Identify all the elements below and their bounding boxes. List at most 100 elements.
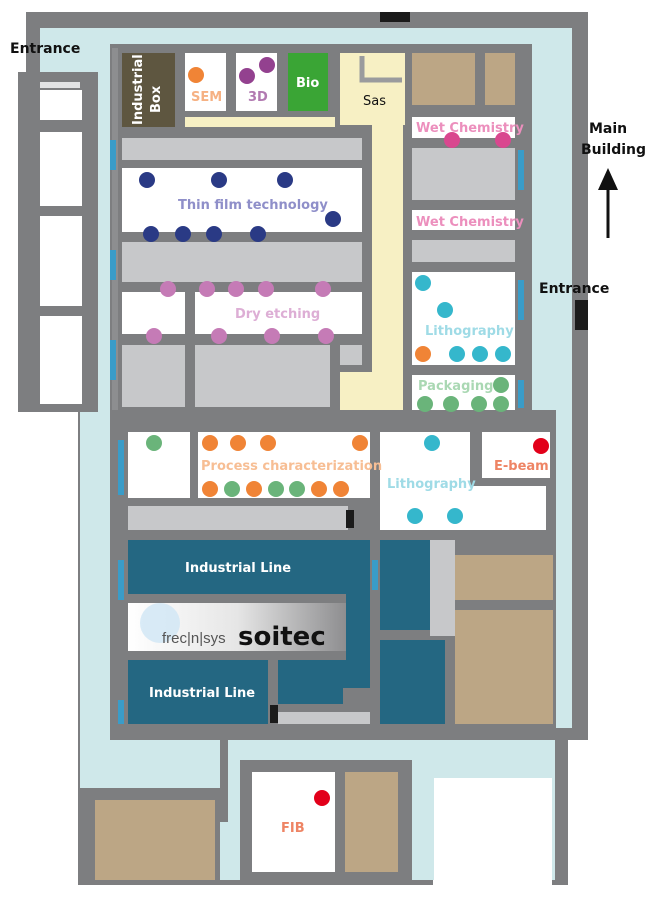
equipment-dot (493, 396, 509, 412)
room-sas (340, 53, 405, 125)
equipment-dot (415, 346, 431, 362)
window (110, 140, 116, 170)
room-industrial-box (122, 53, 175, 127)
window (118, 440, 124, 495)
industrial-box-label: Box (149, 85, 164, 113)
equipment-dot (325, 211, 341, 227)
equipment-dot (471, 396, 487, 412)
room-gray (412, 148, 515, 200)
soitec-logo: soitec (238, 622, 326, 652)
room-gray (412, 240, 515, 262)
room-gray (122, 138, 362, 160)
equipment-dot (444, 132, 460, 148)
room-sem (185, 53, 226, 111)
equipment-dot (289, 481, 305, 497)
lithography-label: Lithography (425, 324, 514, 339)
room-dry-etching (195, 292, 362, 334)
equipment-dot (246, 481, 262, 497)
main-building-label: Main (589, 121, 627, 137)
e-beam-label: E-beam (494, 459, 549, 474)
entrance-label: Entrance (10, 41, 80, 57)
industrial-line-label: Industrial Line (149, 686, 255, 701)
equipment-dot (202, 435, 218, 451)
room-storage (455, 610, 553, 724)
equipment-dot (352, 435, 368, 451)
outside-area (434, 778, 552, 885)
equipment-dot (268, 481, 284, 497)
room-bio (288, 53, 328, 111)
entrance-label: Entrance (539, 281, 609, 297)
window (518, 280, 524, 320)
equipment-dot (259, 57, 275, 73)
wall (220, 740, 228, 822)
frecnsys-logo-text: frec|n|sys (162, 630, 226, 647)
equipment-dot (228, 281, 244, 297)
equipment-dot (315, 281, 331, 297)
equipment-dot (188, 67, 204, 83)
room-gray (278, 712, 370, 724)
main-building-label: Building (581, 142, 646, 158)
equipment-dot (160, 281, 176, 297)
equipment-dot (260, 435, 276, 451)
block-edge (112, 48, 118, 418)
equipment-dot (139, 172, 155, 188)
equipment-dot (224, 481, 240, 497)
dry-etching-label: Dry etching (235, 307, 320, 322)
left-wing-room (40, 132, 82, 206)
room-wet-chemistry-1 (412, 117, 515, 138)
room-gray (122, 345, 185, 407)
equipment-dot (495, 132, 511, 148)
door (40, 82, 80, 88)
equipment-dot (264, 328, 280, 344)
window (372, 560, 378, 590)
equipment-dot (258, 281, 274, 297)
equipment-dot (318, 328, 334, 344)
corridor-yellow-vertical (372, 125, 403, 423)
equipment-dot (437, 302, 453, 318)
frecnsys-logo: frec|n|sys (140, 603, 226, 647)
equipment-dot (417, 396, 433, 412)
fib-label: FIB (281, 821, 305, 836)
equipment-dot (443, 396, 459, 412)
room-industrial-teal (380, 640, 445, 724)
room-storage (485, 53, 515, 105)
equipment-dot (472, 346, 488, 362)
equipment-dot (146, 435, 162, 451)
wet-chemistry-label: Wet Chemistry (416, 215, 524, 230)
room-storage (455, 555, 553, 600)
lithography-label: Lithography (387, 477, 476, 492)
process-characterization-label: Process characterization (201, 459, 382, 474)
equipment-dot (277, 172, 293, 188)
door (380, 12, 410, 22)
equipment-dot (407, 508, 423, 524)
equipment-dot (211, 328, 227, 344)
room-dry-etching-small (122, 292, 185, 334)
left-wing-room (40, 90, 82, 120)
equipment-dot (447, 508, 463, 524)
thin-film-label: Thin film technology (178, 198, 328, 213)
room-storage (412, 53, 475, 105)
hallway-bottom (95, 740, 555, 760)
room-storage (345, 772, 398, 872)
room-gray (195, 345, 330, 407)
equipment-dot (449, 346, 465, 362)
door (270, 705, 278, 723)
room-thin-film (122, 168, 362, 232)
equipment-dot (311, 481, 327, 497)
left-wing-room (40, 316, 82, 404)
room-industrial-line-2 (128, 660, 268, 724)
equipment-dot (206, 226, 222, 242)
industrial-line-label: Industrial Line (185, 561, 291, 576)
bio-label: Bio (296, 76, 319, 91)
equipment-dot (199, 281, 215, 297)
equipment-dot (333, 481, 349, 497)
equipment-dots (139, 57, 549, 806)
equipment-dot (202, 481, 218, 497)
room-fib (252, 772, 335, 872)
corridor-gray (430, 540, 455, 636)
left-wing-room (40, 216, 82, 306)
room-storage (95, 800, 215, 880)
equipment-dot (146, 328, 162, 344)
equipment-dot (175, 226, 191, 242)
room-gray (340, 345, 362, 365)
